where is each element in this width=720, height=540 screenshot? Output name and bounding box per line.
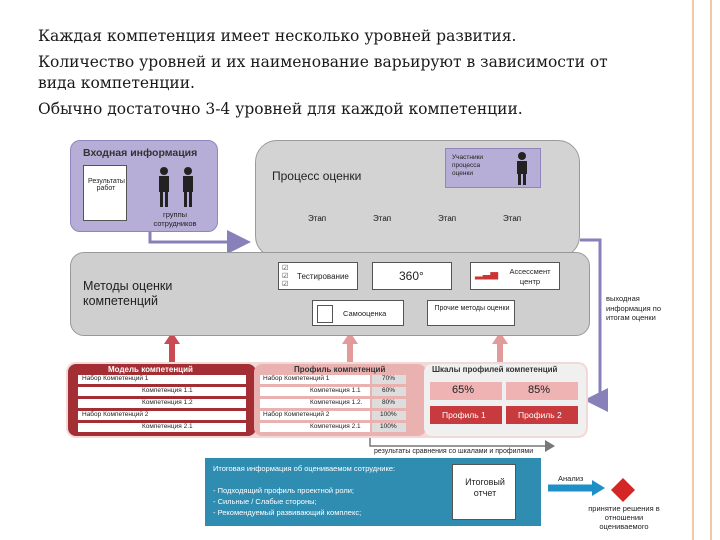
stage-label-1: Этап: [308, 214, 327, 223]
checklist-icon: ☑☑☑: [282, 265, 289, 288]
model-row-1-label: Набор Компетенций 1: [82, 375, 149, 382]
profile-scales-title: Шкалы профилей компетенций: [432, 365, 558, 374]
method-testing: ☑☑☑ Тестирование: [278, 262, 358, 290]
results-document-icon: Результаты работ: [83, 165, 127, 221]
stage-label-4: Этап: [503, 214, 522, 223]
profile-row-2-name: Компетенция 1.1: [310, 387, 361, 394]
decision-label: принятие решения в отношении оцениваемог…: [588, 504, 660, 531]
method-self-label: Самооценка: [343, 309, 387, 318]
scale-profile-2-value: 85%: [506, 382, 578, 400]
profile-row-1: Набор Компетенций 1: [260, 375, 370, 384]
method-other: Прочие методы оценки: [427, 300, 515, 326]
profile-row-3-value: 80%: [372, 399, 406, 408]
method-assessment-center: ▂▃▅ Ассессмент центр: [470, 262, 560, 290]
profile-scales-panel: Шкалы профилей компетенций 65% 85% Профи…: [424, 364, 586, 436]
profile-row-1-value: 70%: [372, 375, 406, 384]
bar-chart-icon: ▂▃▅: [475, 269, 499, 280]
slide-frame-decoration: [692, 0, 712, 540]
process-participants-label: Участники процесса оценки: [452, 154, 484, 177]
scale-profile-2: Профиль 2: [506, 406, 578, 424]
profile-row-1-value-label: 70%: [382, 375, 396, 382]
method-360: 360°: [372, 262, 452, 290]
intro-line-1: Каждая компетенция имеет несколько уровн…: [38, 27, 517, 45]
stage-label-3: Этап: [438, 214, 457, 223]
method-testing-label: Тестирование: [297, 272, 349, 281]
analysis-label: Анализ: [558, 474, 584, 483]
profile-row-3-name: Компетенция 1.2.: [310, 399, 363, 406]
results-document-label: Результаты работ: [88, 178, 125, 192]
competency-profile-title: Профиль компетенций: [294, 365, 386, 374]
input-info-title: Входная информация: [83, 147, 198, 159]
method-self-assessment: Самооценка: [312, 300, 404, 326]
profile-row-1-name: Набор Компетенций 1: [263, 375, 330, 382]
profile-row-2: Компетенция 1.1: [260, 387, 370, 396]
scale-profile-1-value-label: 65%: [452, 384, 475, 396]
profile-row-5-value-label: 100%: [380, 423, 397, 430]
stage-label-2: Этап: [373, 214, 392, 223]
competency-profile-panel: Профиль компетенций Набор Компетенций 1 …: [254, 364, 426, 436]
profile-row-4-name: Набор Компетенций 2: [263, 411, 330, 418]
model-row-4-label: Набор Компетенций 2: [82, 411, 149, 418]
summary-title: Итоговая информация об оцениваемом сотру…: [213, 464, 396, 473]
staff-groups-label: группы сотрудников: [153, 210, 197, 228]
profile-row-4-value: 100%: [372, 411, 406, 420]
process-participants-box: Участники процесса оценки: [445, 148, 541, 188]
model-row-5: Компетенция 2.1: [78, 423, 246, 432]
model-row-4: Набор Компетенций 2: [78, 411, 246, 420]
method-assessment-label: Ассессмент центр: [509, 267, 551, 286]
final-report-document: Итоговый отчет: [452, 464, 516, 520]
model-row-1: Набор Компетенций 1: [78, 375, 246, 384]
profile-row-3: Компетенция 1.2.: [260, 399, 370, 408]
summary-item-2: - Сильные / Слабые стороны;: [213, 497, 317, 506]
profile-row-2-value-label: 60%: [382, 387, 396, 394]
competency-model-title: Модель компетенций: [108, 365, 193, 374]
decision-diamond-icon: [611, 478, 635, 502]
scale-profile-2-value-label: 85%: [528, 384, 551, 396]
summary-item-1: - Подходящий профиль проектной роли;: [213, 486, 355, 495]
model-row-5-label: Компетенция 2.1: [142, 423, 193, 430]
intro-line-2: Количество уровней и их наименование вар…: [38, 52, 608, 93]
profile-row-5-value: 100%: [372, 423, 406, 432]
model-row-3: Компетенция 1.2: [78, 399, 246, 408]
model-row-2: Компетенция 1.1: [78, 387, 246, 396]
competency-model-panel: Модель компетенций Набор Компетенций 1 К…: [68, 364, 256, 436]
model-row-2-label: Компетенция 1.1: [142, 387, 193, 394]
profile-row-5-name: Компетенция 2.1: [310, 423, 361, 430]
summary-item-3: - Рекомендуемый развивающий комплекс;: [213, 508, 362, 517]
profile-row-4: Набор Компетенций 2: [260, 411, 370, 420]
profile-row-5: Компетенция 2.1: [260, 423, 370, 432]
method-360-label: 360°: [399, 269, 424, 283]
scale-profile-1: Профиль 1: [430, 406, 502, 424]
participant-person-icon: [517, 152, 527, 185]
scale-profile-1-label: Профиль 1: [442, 410, 486, 420]
method-other-label: Прочие методы оценки: [434, 305, 510, 312]
profile-row-2-value: 60%: [372, 387, 406, 396]
scale-profile-2-label: Профиль 2: [518, 410, 562, 420]
model-row-3-label: Компетенция 1.2: [142, 399, 193, 406]
compare-note: результаты сравнения со шкалами и профил…: [374, 448, 534, 455]
profile-row-4-value-label: 100%: [380, 411, 397, 418]
profile-row-3-value-label: 80%: [382, 399, 396, 406]
output-side-label: выходная информация по итогам оценки: [606, 294, 662, 322]
staff-group-icon: [150, 165, 204, 209]
intro-line-3: Обычно достаточно 3-4 уровней для каждой…: [38, 99, 523, 118]
final-report-label: Итоговый отчет: [465, 477, 505, 498]
intro-text: Каждая компетенция имеет несколько уровн…: [38, 26, 638, 124]
scale-profile-1-value: 65%: [430, 382, 502, 400]
assessment-methods-title: Методы оценки компетенций: [83, 279, 173, 308]
assessment-process-title: Процесс оценки: [272, 169, 362, 183]
note-icon: [317, 305, 333, 323]
